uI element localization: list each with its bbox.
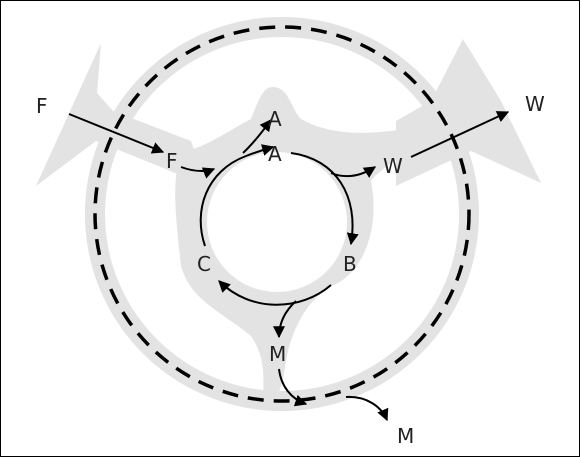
arrows: [68, 111, 510, 422]
arrow-w-outflow: [410, 111, 510, 158]
label-w-inner: W: [383, 154, 403, 178]
label-w-outer: W: [525, 92, 545, 116]
arrow-c-to-a: [199, 144, 275, 247]
arrow-to-a-top: [242, 119, 272, 154]
dashed-boundary: [93, 25, 471, 403]
label-a-top: A: [268, 107, 282, 131]
label-a-inner: A: [268, 142, 282, 166]
label-f-inner: F: [166, 149, 178, 173]
arrow-f-to-cycle: [180, 166, 216, 179]
arrow-b-to-c: [218, 280, 332, 306]
label-c: C: [197, 252, 211, 276]
labels: F F A A W W B C M M: [36, 92, 545, 448]
label-m-inner: M: [269, 342, 286, 366]
label-m-outer: M: [397, 424, 414, 448]
arrow-m-outflow: [345, 395, 389, 422]
inner-hole: [207, 152, 347, 292]
label-f-outer: F: [36, 94, 48, 118]
arrow-f-inflow: [68, 113, 165, 154]
right-wedge-shade: [396, 39, 541, 186]
arrow-to-w: [330, 166, 377, 178]
arrow-to-m: [273, 300, 297, 339]
label-b: B: [343, 252, 357, 276]
arrow-a-to-b: [290, 152, 359, 246]
arrow-m-to-boundary: [278, 368, 308, 407]
